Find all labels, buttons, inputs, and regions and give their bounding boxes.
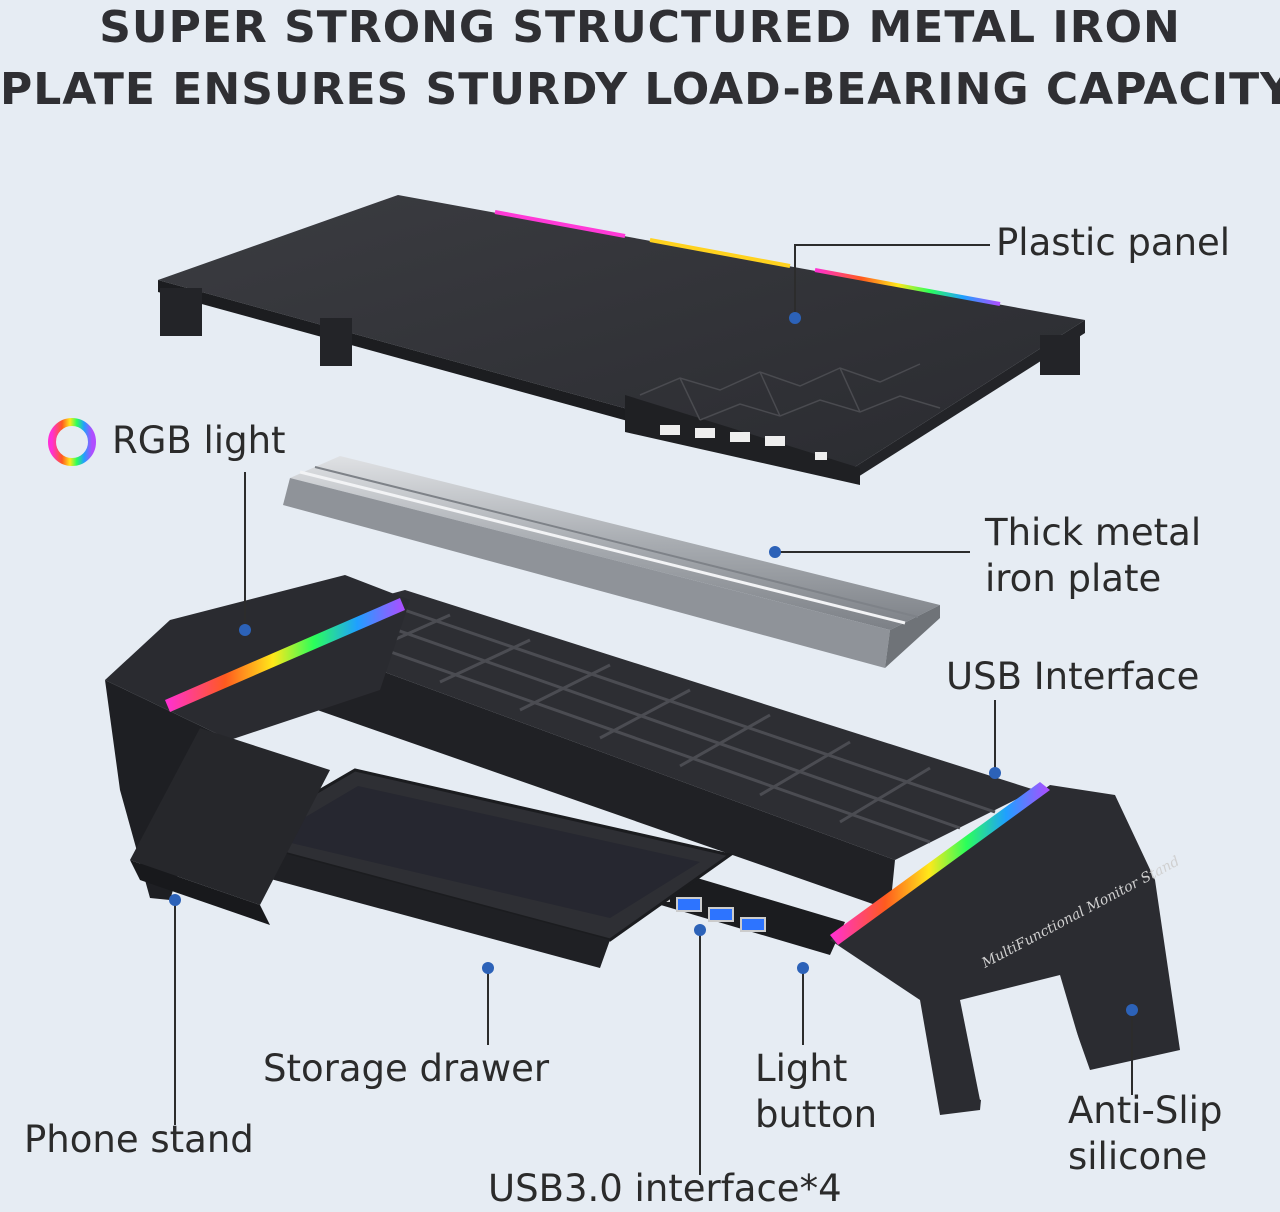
usb-interface-label: USB Interface <box>946 655 1200 698</box>
base-tray <box>260 590 1035 955</box>
storage-drawer-label: Storage drawer <box>263 1047 550 1090</box>
light-button-label-line-1: Light <box>755 1047 848 1090</box>
leader-lines <box>174 244 1133 1175</box>
phone-stand-label: Phone stand <box>24 1118 254 1161</box>
light-button-label-line-2: button <box>755 1093 878 1136</box>
rgb-ring-icon <box>48 418 96 466</box>
headline-line-1: SUPER STRONG STRUCTURED METAL IRON <box>99 2 1181 53</box>
anti-slip-label: Anti-Slip silicone <box>1068 1088 1222 1180</box>
anti-slip-label-line-1: Anti-Slip <box>1068 1089 1223 1132</box>
anti-slip-label-line-2: silicone <box>1068 1135 1208 1178</box>
right-riser: MultiFunctional Monitor Stand <box>830 782 1182 1115</box>
plastic-panel <box>158 195 1085 485</box>
leader-dots <box>169 312 1138 1016</box>
metal-plate-label: Thick metal iron plate <box>985 510 1201 602</box>
plastic-panel-label: Plastic panel <box>996 221 1231 264</box>
metal-plate-label-line-1: Thick metal <box>985 511 1202 554</box>
phone-stand <box>130 728 330 925</box>
usb3-ports-label: USB3.0 interface*4 <box>488 1167 842 1210</box>
metal-iron-plate <box>283 456 940 668</box>
headline-line-2: PLATE ENSURES STURDY LOAD-BEARING CAPACI… <box>0 64 1280 115</box>
rgb-light-label: RGB light <box>112 419 286 462</box>
metal-plate-label-line-2: iron plate <box>985 557 1162 600</box>
light-button-label: Light button <box>755 1046 877 1138</box>
